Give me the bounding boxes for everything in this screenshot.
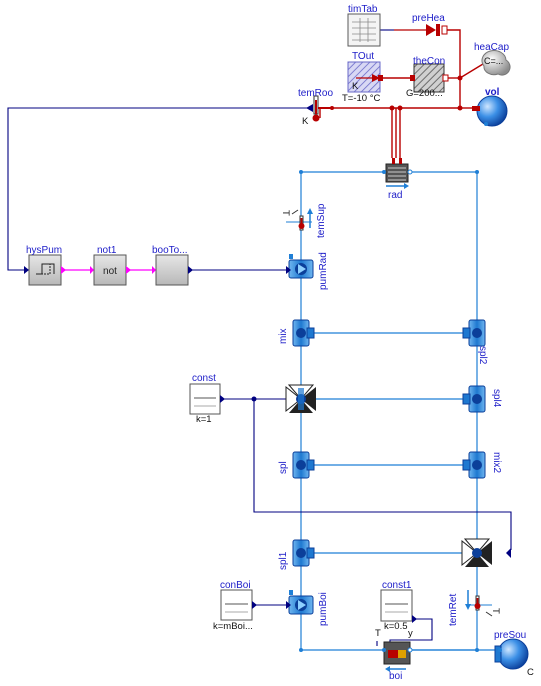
label-spl1: spl1 bbox=[278, 551, 289, 570]
temret-sensor[interactable] bbox=[465, 590, 493, 617]
label-rad: rad bbox=[388, 190, 403, 201]
label-boi-t: T bbox=[375, 628, 381, 639]
label-temret: temRet bbox=[448, 593, 459, 626]
label-heacap-value: C=... bbox=[484, 56, 504, 66]
label-presou-c: C bbox=[527, 667, 534, 678]
tout-block[interactable] bbox=[347, 61, 383, 93]
temsup-sensor[interactable] bbox=[286, 208, 313, 231]
thecon-block[interactable] bbox=[410, 63, 449, 93]
const-block[interactable] bbox=[189, 383, 225, 415]
label-heacap: heaCap bbox=[474, 42, 510, 53]
label-not1: not1 bbox=[97, 245, 117, 256]
label-tout: TOut bbox=[352, 51, 375, 62]
conboi-block[interactable] bbox=[220, 589, 257, 621]
spl1-block[interactable] bbox=[292, 539, 315, 567]
not1-text: not bbox=[103, 266, 117, 277]
label-pumrad: pumRad bbox=[318, 252, 329, 290]
label-presou: preSou bbox=[494, 630, 527, 641]
label-thecon: theCon bbox=[413, 56, 446, 67]
signal-connections bbox=[7, 29, 512, 646]
label-const: const bbox=[192, 373, 216, 384]
mix2-block[interactable] bbox=[462, 451, 486, 479]
booto-block[interactable] bbox=[152, 254, 193, 286]
label-temret-t: T bbox=[490, 608, 501, 614]
label-tout-k: K bbox=[352, 81, 359, 92]
label-temroo-k: K bbox=[302, 116, 309, 127]
pumrad-block[interactable] bbox=[286, 254, 314, 279]
mix-block[interactable] bbox=[292, 319, 315, 347]
label-const1-value: k=0.5 bbox=[384, 621, 408, 632]
prehea-block[interactable] bbox=[394, 24, 448, 36]
label-boi: boi bbox=[389, 671, 403, 682]
label-hyspum: hysPum bbox=[26, 245, 63, 256]
temroo-sensor[interactable] bbox=[306, 95, 332, 122]
label-spl4: spl4 bbox=[491, 389, 502, 408]
label-pumboi: pumBoi bbox=[318, 592, 329, 626]
signal-node-dots bbox=[251, 396, 257, 402]
label-thecon-value: G=200... bbox=[406, 88, 443, 99]
heacap-block[interactable] bbox=[481, 50, 511, 76]
const1-block[interactable] bbox=[380, 589, 417, 623]
valve2-block[interactable] bbox=[461, 538, 511, 567]
label-spl2: spl2 bbox=[477, 346, 488, 365]
label-temsup: temSup bbox=[316, 203, 327, 238]
label-temsup-t: T bbox=[280, 210, 291, 216]
boi-block[interactable] bbox=[382, 641, 413, 672]
label-timtab: timTab bbox=[348, 4, 378, 15]
vol-block[interactable] bbox=[472, 95, 508, 127]
spl2-block[interactable] bbox=[462, 319, 486, 347]
heat-node-dots bbox=[330, 75, 463, 111]
rad-block[interactable] bbox=[382, 158, 413, 189]
label-conboi-value: k=mBoi... bbox=[213, 621, 253, 632]
label-mix2: mix2 bbox=[491, 452, 502, 474]
valve-block[interactable] bbox=[285, 384, 316, 413]
label-const1: const1 bbox=[382, 580, 412, 591]
label-vol: vol bbox=[485, 87, 500, 98]
label-tout-value: T=-10 °C bbox=[342, 93, 381, 104]
fluid-node-dots bbox=[299, 170, 479, 652]
label-boi-y: y bbox=[408, 628, 413, 639]
label-mix: mix bbox=[278, 328, 289, 344]
timtab-block[interactable] bbox=[347, 13, 381, 47]
presou-block[interactable] bbox=[494, 638, 529, 670]
label-conboi: conBoi bbox=[220, 580, 251, 591]
label-spl: spl bbox=[278, 461, 289, 474]
spl4-block[interactable] bbox=[462, 385, 486, 413]
not1-block[interactable]: not bbox=[90, 254, 131, 286]
pumboi-block[interactable] bbox=[286, 590, 314, 615]
hyspum-block[interactable] bbox=[24, 254, 66, 286]
label-const-value: k=1 bbox=[196, 414, 212, 425]
label-booto: booTo... bbox=[152, 245, 188, 256]
label-prehea: preHea bbox=[412, 13, 445, 24]
spl-block[interactable] bbox=[292, 451, 315, 479]
label-temroo: temRoo bbox=[298, 88, 334, 99]
